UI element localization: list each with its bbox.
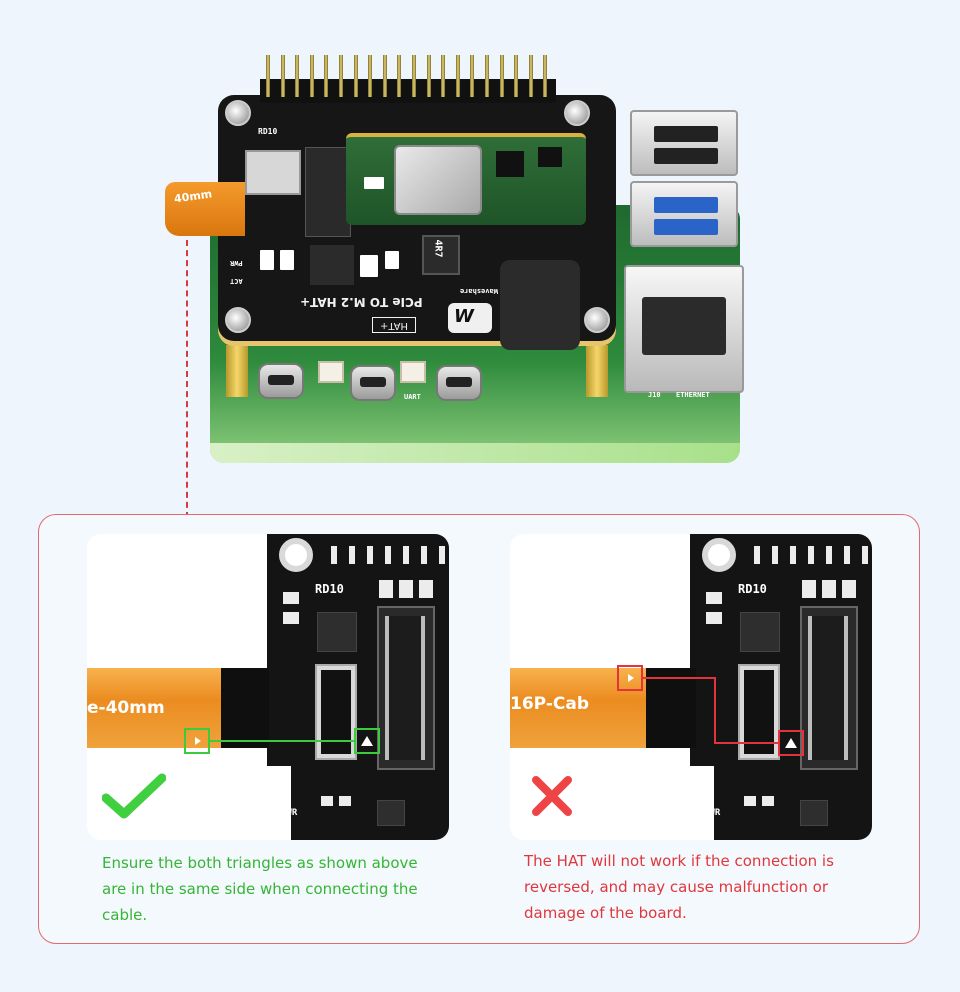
pi-case-edge bbox=[210, 443, 740, 463]
silk-rd10: RD10 bbox=[738, 582, 767, 596]
screw-bottom-left bbox=[225, 307, 251, 333]
ribbon-cable bbox=[87, 668, 227, 748]
gpio-pin bbox=[485, 55, 489, 97]
gpio-pin bbox=[499, 55, 504, 97]
gpio-pin bbox=[368, 55, 373, 97]
alignment-line-vertical bbox=[714, 677, 716, 743]
silk-rd10: RD10 bbox=[315, 582, 344, 596]
alignment-line-top bbox=[643, 677, 715, 679]
silk-j10: J10 bbox=[648, 391, 661, 399]
gpio-pin bbox=[412, 55, 416, 97]
screw-top-left bbox=[225, 100, 251, 126]
gpio-pin bbox=[324, 55, 329, 97]
connector-triangle-marker bbox=[354, 728, 380, 754]
incorrect-caption: The HAT will not work if the connection … bbox=[524, 852, 834, 922]
flex-cable bbox=[165, 182, 245, 236]
check-icon bbox=[102, 773, 166, 819]
cable-label: e-40mm bbox=[87, 698, 165, 718]
silk-pwr: PWR bbox=[281, 808, 298, 818]
ic-chip bbox=[310, 245, 354, 285]
incorrect-connection-photo: RD10 PWR 16P-Cab bbox=[510, 534, 872, 840]
usb-port-top bbox=[630, 110, 738, 176]
standoff-right bbox=[586, 345, 608, 397]
inductor: 4R7 bbox=[422, 235, 460, 275]
silk-pwr: PWR bbox=[704, 808, 721, 818]
gpio-pin bbox=[441, 55, 446, 97]
hdmi-port-2 bbox=[436, 365, 482, 401]
correct-caption: Ensure the both triangles as shown above… bbox=[102, 854, 418, 924]
waveshare-logo-icon: W bbox=[448, 303, 492, 333]
cable-triangle-marker bbox=[184, 728, 210, 754]
gpio-pin-header bbox=[260, 55, 556, 97]
cross-icon bbox=[532, 776, 572, 816]
mounting-hole bbox=[702, 538, 736, 572]
gpio-pin bbox=[295, 55, 300, 97]
gpio-pin bbox=[339, 55, 343, 97]
cable-triangle-marker bbox=[617, 665, 643, 691]
gpio-pin bbox=[426, 55, 431, 97]
gpio-header-base bbox=[260, 79, 556, 103]
alignment-line-bottom bbox=[714, 742, 778, 744]
silk-act: ACT bbox=[230, 277, 243, 285]
ssd-controller-chip bbox=[394, 145, 482, 215]
correct-connection-photo: RD10 PWR e-40mm bbox=[87, 534, 449, 840]
dashed-connector-line bbox=[186, 240, 188, 518]
gpio-pin bbox=[280, 55, 285, 97]
connector-white-1 bbox=[318, 361, 344, 383]
usb-c-port bbox=[258, 363, 304, 399]
ethernet-port bbox=[624, 265, 744, 393]
fpc-connector bbox=[245, 150, 301, 195]
connector-triangle-marker bbox=[778, 730, 804, 756]
brand-label: Waveshare bbox=[460, 287, 498, 295]
cable-stiffener bbox=[221, 668, 269, 748]
mounting-hole bbox=[279, 538, 313, 572]
silk-ethernet: ETHERNET bbox=[676, 391, 710, 399]
gpio-pin bbox=[266, 55, 270, 97]
gpio-pin bbox=[514, 55, 519, 97]
hdmi-port-1 bbox=[350, 365, 396, 401]
alignment-line bbox=[210, 740, 354, 742]
screw-top-right bbox=[564, 100, 590, 126]
cable-label: 16P-Cab bbox=[510, 694, 589, 714]
gpio-pin bbox=[543, 55, 548, 97]
gpio-pin bbox=[528, 55, 533, 97]
gpio-pin bbox=[382, 55, 387, 97]
gpio-pin bbox=[470, 55, 475, 97]
m2-slot bbox=[305, 147, 351, 237]
silk-uart: UART bbox=[404, 393, 421, 401]
hat-badge: HAT+ bbox=[372, 317, 416, 333]
hat-cutout bbox=[500, 260, 580, 350]
silk-pwr: PWR bbox=[230, 259, 243, 267]
gpio-pin bbox=[353, 55, 358, 97]
cable-stiffener bbox=[646, 668, 696, 748]
gpio-pin bbox=[455, 55, 460, 97]
product-photo: ETHERNET J10 UART RD10 PWR ACT 4R7 PCIe … bbox=[160, 55, 760, 463]
silk-rd10: RD10 bbox=[258, 127, 278, 136]
connector-white-2 bbox=[400, 361, 426, 383]
gpio-pin bbox=[309, 55, 314, 97]
usb-port-bottom bbox=[630, 181, 738, 247]
standoff-left bbox=[226, 345, 248, 397]
hat-title: PCIe TO M.2 HAT+ bbox=[300, 295, 423, 309]
screw-bottom-right bbox=[584, 307, 610, 333]
ssd-card bbox=[346, 133, 586, 225]
gpio-pin bbox=[397, 55, 402, 97]
